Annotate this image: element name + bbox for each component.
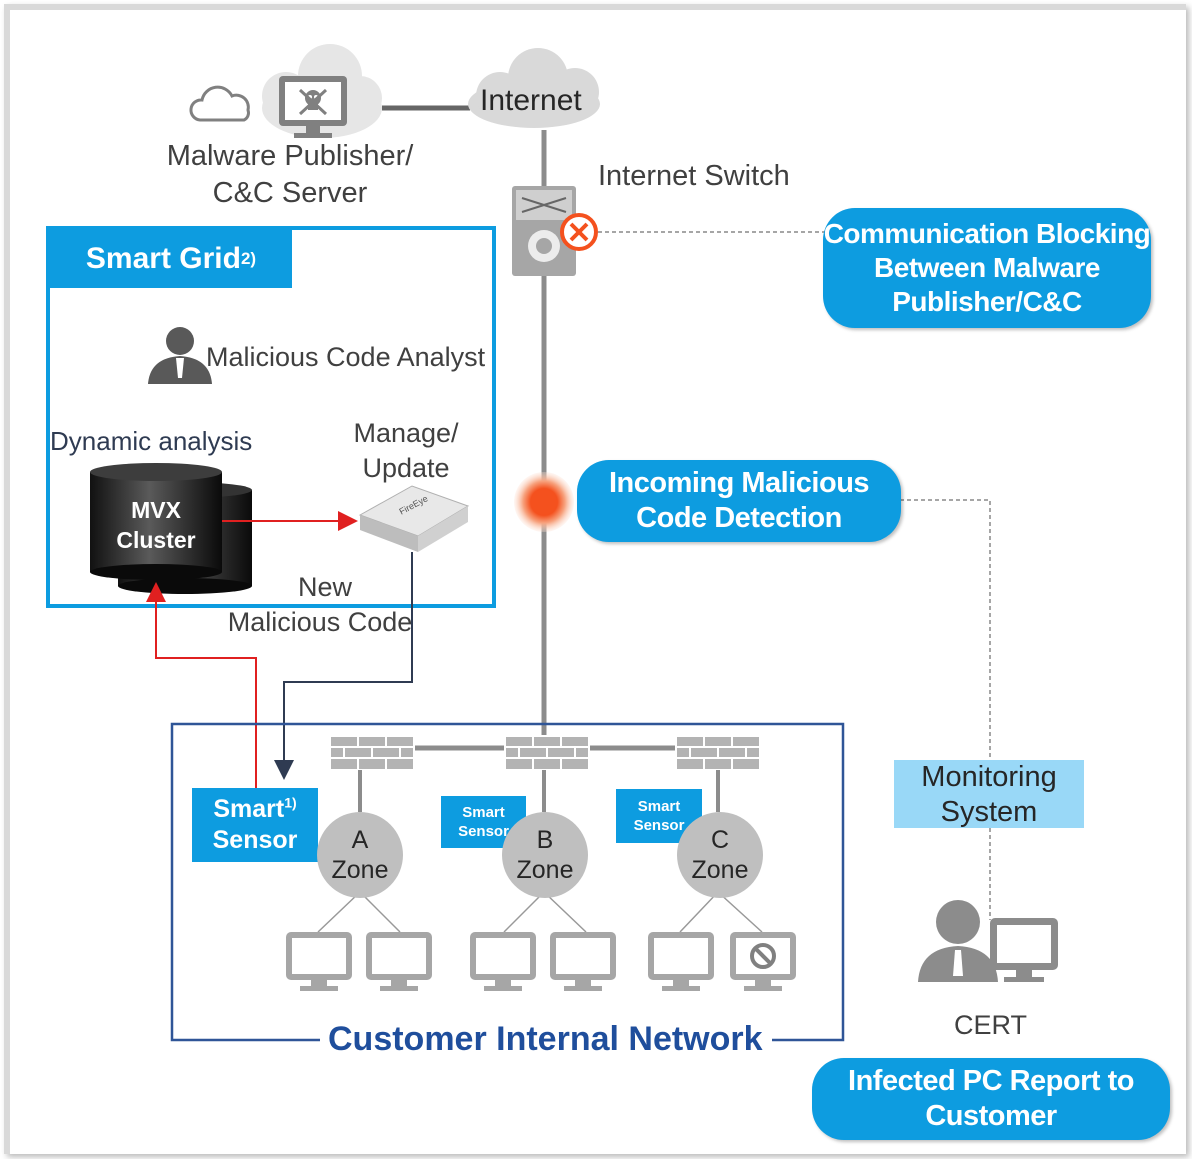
cert-label: CERT (954, 1010, 1028, 1040)
internet-switch-label: Internet Switch (598, 160, 790, 192)
pc-icons (286, 932, 796, 991)
blocked-pc-icon (730, 932, 796, 991)
internet-switch-icon (512, 186, 576, 276)
dynamic-analysis-label: Dynamic analysis (50, 426, 253, 456)
pc-icon (470, 932, 536, 991)
malware-monitor-icon (279, 76, 347, 138)
pc-icon (286, 932, 352, 991)
pc-icon (550, 932, 616, 991)
malware-publisher-label: Malware Publisher/C&C Server (166, 140, 414, 210)
customer-network-border (170, 722, 845, 1042)
cert-monitor-icon (990, 918, 1058, 982)
zone-switch-icons (329, 735, 761, 771)
block-x-icon (560, 213, 598, 251)
customer-network-label: Customer Internal Network (328, 1020, 763, 1058)
mvx-cluster-icon (90, 463, 252, 594)
analyst-label: Malicious Code Analyst (206, 342, 486, 372)
smart-grid-border (46, 226, 496, 608)
diagram-frame (4, 4, 1186, 1154)
fireeye-appliance-icon (358, 485, 470, 552)
pc-icon (366, 932, 432, 991)
appliance-to-sensor-arrow (274, 552, 413, 780)
smart-sensor-main: Smart1) Sensor (192, 788, 318, 862)
monitoring-dashed-line (900, 499, 991, 762)
analyst-person-icon (148, 327, 212, 384)
internet-cloud-icon (468, 48, 600, 128)
pc-icon (648, 932, 714, 991)
small-cloud-icon (189, 85, 250, 122)
cert-person-icon (918, 900, 998, 982)
internet-label: Internet (480, 84, 582, 117)
manage-update-label: Manage/Update (353, 418, 459, 483)
